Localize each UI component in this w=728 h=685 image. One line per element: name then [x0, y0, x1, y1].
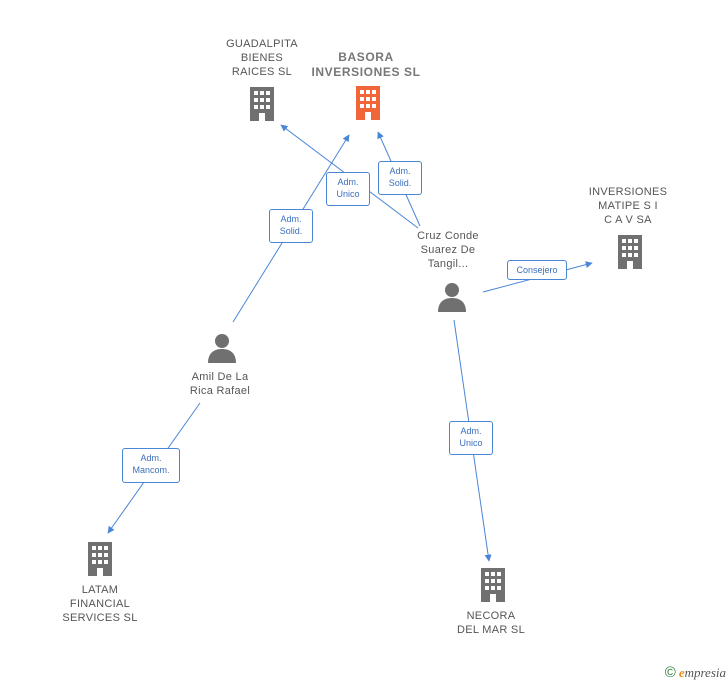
building-icon-main[interactable] — [356, 86, 380, 120]
node-label-necora[interactable]: NECORA DEL MAR SL — [456, 610, 525, 636]
edge-label-cruz-necora[interactable]: Adm. Unico — [449, 421, 493, 455]
building-icon[interactable] — [250, 87, 274, 121]
node-label-cruz[interactable]: Cruz Conde Suarez De Tangil... — [417, 230, 479, 270]
person-icon[interactable] — [208, 334, 236, 363]
brand-logo: empresia — [678, 665, 726, 680]
empresia-watermark[interactable]: ©empresia — [665, 664, 726, 681]
building-icon[interactable] — [618, 235, 642, 269]
copyright-symbol: © — [664, 664, 676, 681]
edge-label-amil-basora[interactable]: Adm. Solid. — [269, 209, 313, 243]
edge-label-cruz-basora[interactable]: Adm. Solid. — [378, 161, 422, 195]
edge-label-amil-latam[interactable]: Adm. Mancom. — [122, 448, 180, 483]
node-label-amil[interactable]: Amil De La Rica Rafael — [189, 371, 251, 397]
person-icon[interactable] — [438, 283, 466, 312]
node-label-matipe[interactable]: INVERSIONES MATIPE S I C A V SA — [588, 186, 668, 226]
node-label-latam[interactable]: LATAM FINANCIAL SERVICES SL — [62, 584, 138, 624]
edge-label-cruz-guadalpita[interactable]: Adm. Unico — [326, 172, 370, 206]
edge-label-cruz-matipe[interactable]: Consejero — [507, 260, 567, 280]
building-icon[interactable] — [481, 568, 505, 602]
node-label-basora[interactable]: BASORA INVERSIONES SL — [311, 50, 421, 79]
node-label-guadalpita[interactable]: GUADALPITA BIENES RAICES SL — [226, 38, 298, 78]
building-icon[interactable] — [88, 542, 112, 576]
